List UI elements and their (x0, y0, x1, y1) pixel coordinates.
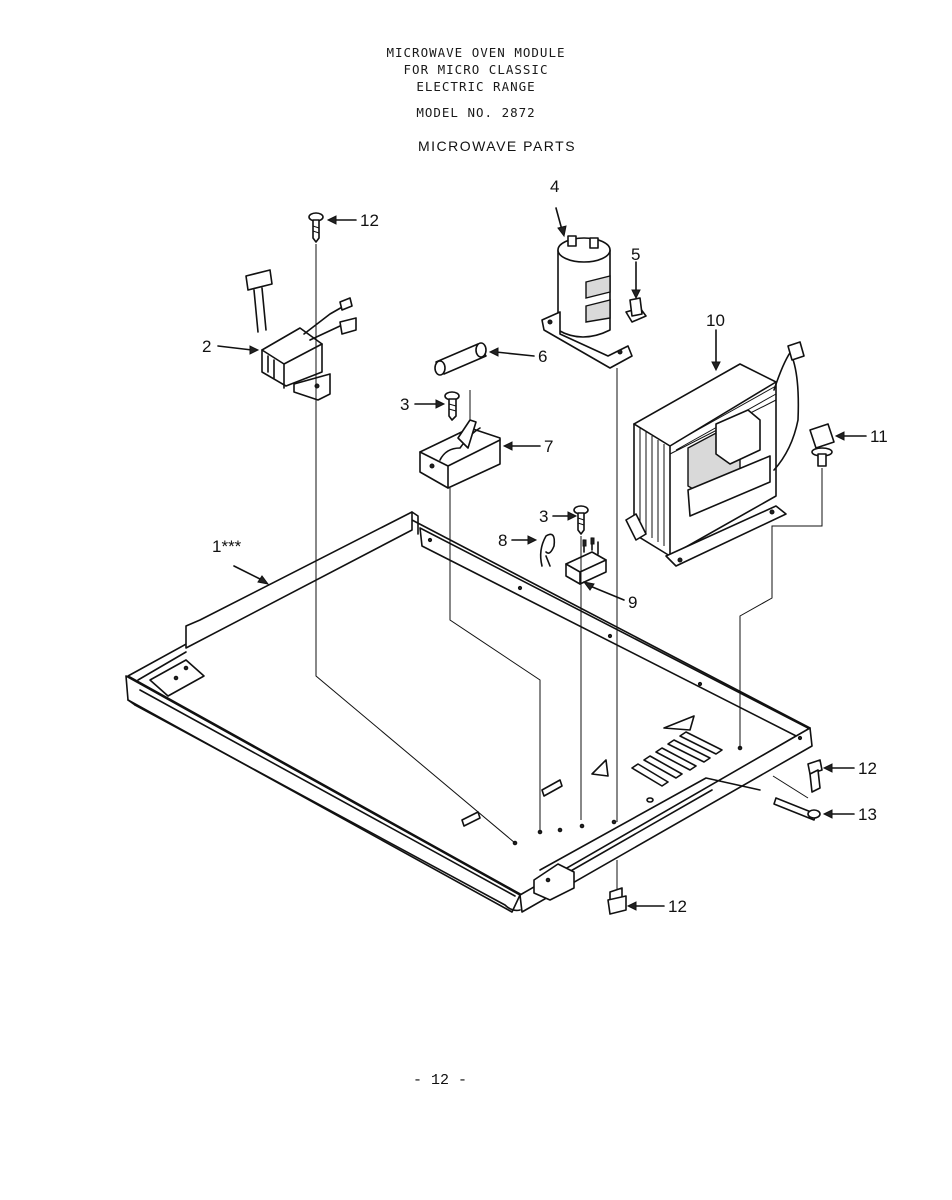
callout-9: 9 (628, 593, 637, 612)
part-13-washer (807, 809, 821, 819)
callout-3-lower: 3 (539, 507, 548, 526)
document-header: MICROWAVE OVEN MODULE FOR MICRO CLASSIC … (0, 44, 952, 95)
callout-3-upper: 3 (400, 395, 409, 414)
page-number: - 12 - (412, 1072, 467, 1089)
callout-4: 4 (550, 177, 559, 196)
part-4-capacitor (541, 235, 633, 369)
callout-13: 13 (858, 805, 877, 824)
callout-2: 2 (202, 337, 211, 356)
part-6-fuse (434, 342, 487, 376)
callout-10: 10 (706, 311, 725, 330)
part-3-screw-lower (573, 505, 589, 535)
assembly-lines (315, 244, 823, 890)
callout-12-bottom: 12 (668, 897, 687, 916)
part-5-nut (625, 297, 647, 323)
callout-6: 6 (538, 347, 547, 366)
header-line-2: FOR MICRO CLASSIC (403, 62, 549, 77)
header-line-1: MICROWAVE OVEN MODULE (386, 45, 566, 60)
callout-11: 11 (870, 427, 888, 446)
callout-5: 5 (631, 245, 640, 264)
part-12-screw-bottom (607, 887, 627, 915)
base-tray-part (125, 511, 817, 913)
part-3-screw-upper (444, 391, 460, 421)
callout-1: 1*** (212, 537, 242, 556)
callout-12-right: 12 (858, 759, 877, 778)
callout-8: 8 (498, 531, 507, 550)
header-line-3: ELECTRIC RANGE (416, 79, 536, 94)
section-title: MICROWAVE PARTS (417, 138, 577, 154)
callout-labels: 12 2 3 4 5 6 7 3 8 9 10 11 1*** 12 13 12 (202, 177, 888, 916)
part-9-terminal-block (565, 537, 607, 585)
part-12-screw-top (308, 212, 324, 243)
model-number: MODEL NO. 2872 (0, 104, 952, 121)
part-7-fuse-holder (419, 419, 501, 489)
part-10-hv-transformer (625, 341, 805, 567)
callout-7: 7 (544, 437, 553, 456)
part-11-bolt (809, 423, 835, 467)
part-12-screw-right (807, 759, 823, 793)
part-8-clip (539, 533, 556, 567)
callout-leaders (217, 207, 867, 911)
part-2-filament-transformer (245, 269, 357, 401)
callout-12-top: 12 (360, 211, 379, 230)
model-number-text: MODEL NO. 2872 (416, 105, 536, 120)
